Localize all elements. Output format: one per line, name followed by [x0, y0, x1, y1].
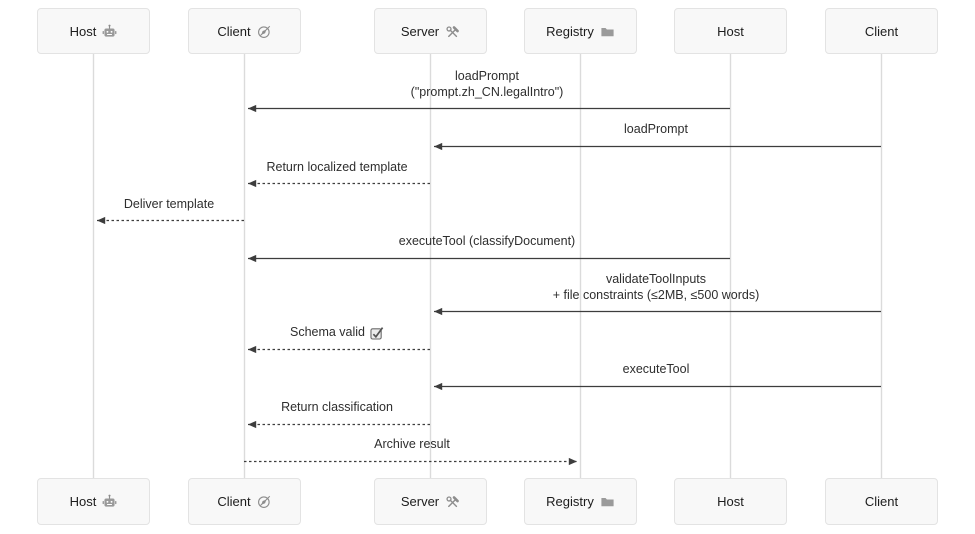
message-label-return-classification: Return classification [281, 400, 393, 414]
compass-icon [257, 25, 270, 38]
hammer-wrench-icon [446, 25, 460, 37]
actor-box-server-bottom: Server [374, 478, 487, 525]
robot-icon [102, 24, 117, 37]
actor-box-server-top: Server [374, 8, 487, 54]
checkbox-checked-icon [370, 326, 384, 340]
actor-box-host2-bottom: Host [674, 478, 787, 525]
message-label-executetool: executeTool [622, 362, 690, 376]
actor-box-host-top: Host [37, 8, 150, 54]
actor-box-host-bottom: Host [37, 478, 150, 525]
actor-label: Client [864, 23, 899, 39]
actor-label: Registry [546, 494, 594, 509]
actor-box-client2-bottom: Client [825, 478, 938, 525]
actor-label: Host [69, 23, 97, 39]
folder-icon [601, 497, 614, 507]
actor-label: Host [69, 494, 97, 509]
actor-label: Server [400, 23, 440, 39]
message-arrows [97, 104, 881, 466]
actor-box-client-top: Client [188, 8, 301, 54]
compass-icon [257, 495, 270, 508]
actor-label: Registry [546, 23, 594, 39]
message-label-loadprompt: loadPrompt [624, 122, 688, 136]
message-label-text: Schema valid [289, 325, 366, 339]
actor-box-registry-top: Registry [524, 8, 637, 54]
actor-box-registry-bottom: Registry [524, 478, 637, 525]
message-label-executetool-classify: executeTool (classifyDocument) [398, 234, 576, 248]
actor-label: Host [717, 23, 744, 39]
actor-label: Client [864, 494, 899, 509]
actor-box-client2-top: Client [825, 8, 938, 54]
folder-icon [601, 27, 614, 36]
actor-box-host2-top: Host [674, 8, 787, 54]
actor-box-client-bottom: Client [188, 478, 301, 525]
actor-label: Server [400, 494, 440, 509]
message-label-deliver-template: Deliver template [123, 197, 215, 211]
actor-label: Client [217, 23, 251, 39]
message-label-loadprompt-localized: loadPrompt ("prompt.zh_CN.legalIntro") [410, 69, 564, 99]
message-label-archive-result: Archive result [374, 437, 450, 451]
robot-icon [102, 494, 117, 507]
message-label-validate-inputs: validateToolInputs + file constraints (≤… [552, 272, 760, 302]
actor-label: Client [217, 494, 251, 509]
lifelines [92, 54, 883, 478]
message-label-return-template: Return localized template [266, 160, 408, 174]
actor-label: Host [717, 494, 744, 509]
hammer-wrench-icon [446, 496, 460, 508]
message-label-schema-valid: Schema valid [290, 325, 384, 341]
